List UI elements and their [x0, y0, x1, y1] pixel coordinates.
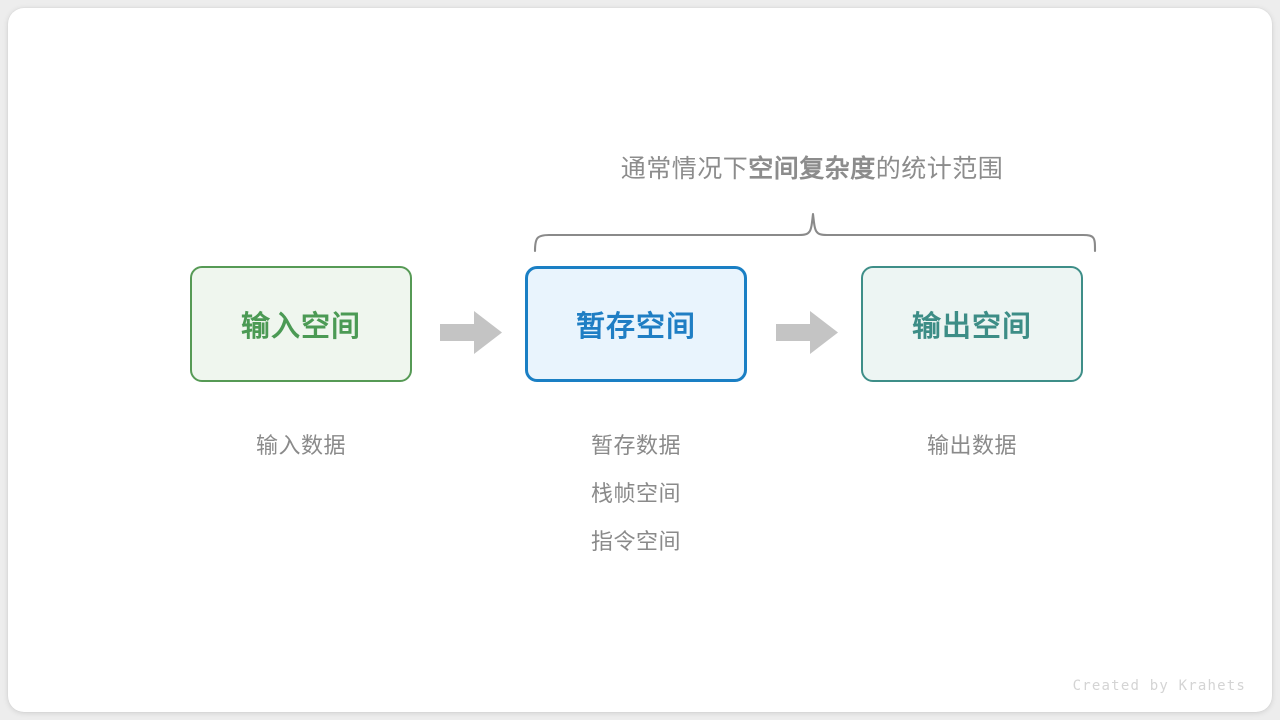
caption-column-output: 输出数据 — [861, 422, 1083, 470]
brace-label: 通常情况下空间复杂度的统计范围 — [527, 149, 1097, 185]
arrow-right-icon-2 — [776, 311, 838, 354]
brace-label-prefix: 通常情况下 — [620, 155, 749, 183]
curly-brace-icon — [533, 212, 1097, 253]
box-temp-space[interactable]: 暂存空间 — [525, 266, 747, 382]
brace-label-suffix: 的统计范围 — [875, 155, 1004, 183]
box-output-space[interactable]: 输出空间 — [861, 266, 1083, 382]
diagram-stage: 通常情况下空间复杂度的统计范围 输入空间 暂存空间 输出空间 输入数据 暂存数据… — [8, 8, 1272, 712]
box-input-space-label: 输入空间 — [240, 311, 361, 343]
caption-text: 输入数据 — [255, 433, 346, 458]
slide-card: 通常情况下空间复杂度的统计范围 输入空间 暂存空间 输出空间 输入数据 暂存数据… — [8, 8, 1272, 712]
caption-text: 输出数据 — [926, 433, 1017, 458]
caption-column-temp: 暂存数据 栈帧空间 指令空间 — [525, 422, 747, 566]
caption-text: 栈帧空间 — [590, 481, 681, 506]
caption-text: 指令空间 — [590, 529, 681, 554]
box-output-space-label: 输出空间 — [911, 311, 1032, 343]
credit-text: Created by Krahets — [1072, 678, 1246, 694]
arrow-right-icon-1 — [440, 311, 502, 354]
box-input-space[interactable]: 输入空间 — [190, 266, 412, 382]
caption-column-input: 输入数据 — [190, 422, 412, 470]
box-temp-space-label: 暂存空间 — [575, 311, 696, 343]
caption-text: 暂存数据 — [590, 433, 681, 458]
brace-label-emphasis: 空间复杂度 — [748, 155, 876, 183]
